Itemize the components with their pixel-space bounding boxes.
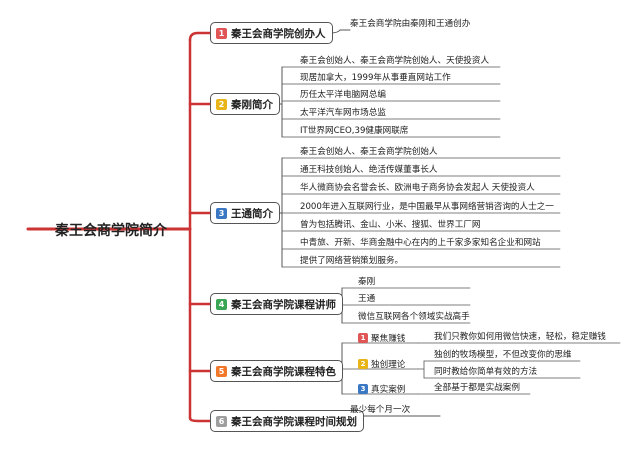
- leaf-line: [329, 29, 351, 34]
- leaf-2-4: 太平洋汽车网市场总监: [300, 108, 386, 118]
- topic-5[interactable]: 5 秦王会商学院课程特色: [210, 360, 343, 382]
- number-badge: 1: [216, 27, 227, 39]
- leaf-6-1: 最少每个月一次: [350, 405, 411, 415]
- leaf-5-2-1: 独创的牧场模型，不但改变你的思维: [434, 350, 572, 360]
- leaf-4-1: 秦刚: [358, 277, 376, 287]
- branch-1: [188, 31, 212, 42]
- leaf-5-2-2: 同时教给你简单有效的方法: [434, 367, 538, 377]
- number-badge: 3: [216, 207, 227, 219]
- number-badge: 6: [216, 415, 227, 427]
- leaf-3-2: 通王科技创始人、绝活传媒董事长人: [300, 165, 438, 175]
- leaf-2-5: IT世界网CEO,39健康网联席: [300, 126, 409, 136]
- leaf-3-5: 曾为包括腾讯、金山、小米、搜狐、世界工厂网: [300, 220, 481, 230]
- leaf-4-2: 王通: [358, 294, 376, 304]
- number-badge: 3: [358, 384, 368, 394]
- number-badge: 2: [358, 359, 368, 369]
- number-badge: 5: [216, 365, 227, 377]
- leaf-4-3: 微信互联网各个领域实战高手: [358, 312, 470, 322]
- sub-topic-1[interactable]: 1 聚焦赚钱: [358, 331, 405, 345]
- number-badge: 1: [358, 333, 368, 343]
- sub-topic-label: 聚焦赚钱: [371, 334, 406, 344]
- number-badge: 4: [216, 298, 227, 310]
- topic-label: 秦王会商学院创办人: [231, 27, 326, 40]
- sub-topic-3[interactable]: 3 真实案例: [358, 382, 405, 396]
- leaf-5-1-1: 我们只教你如何用微信快速，轻松，稳定赚钱: [434, 332, 606, 342]
- leaf-2-2: 现居加拿大，1999年从事垂直网站工作: [300, 73, 451, 83]
- sub-topic-2[interactable]: 2 独创理论: [358, 357, 405, 371]
- topic-6[interactable]: 6 秦王会商学院课程时间规划: [210, 410, 364, 432]
- topic-3[interactable]: 3 王通简介: [210, 202, 280, 224]
- topic-1[interactable]: 1 秦王会商学院创办人: [210, 22, 333, 44]
- topic-label: 秦王会商学院课程特色: [231, 365, 336, 378]
- sub-topic-label: 独创理论: [371, 360, 406, 370]
- topic-label: 秦王会商学院课程时间规划: [231, 415, 357, 428]
- branch-6: [188, 416, 212, 423]
- number-badge: 2: [216, 98, 227, 110]
- topic-4[interactable]: 4 秦王会商学院课程讲师: [210, 293, 343, 315]
- leaf-2-3: 历任太平洋电脑网总编: [300, 90, 386, 100]
- leaf-3-1: 秦王会创始人、秦王会商学院创始人: [300, 147, 438, 157]
- sub-topic-label: 真实案例: [371, 385, 406, 395]
- root-title: 秦王会商学院简介: [55, 223, 167, 239]
- topic-label: 秦刚简介: [231, 98, 273, 111]
- leaf-2-1: 秦王会创始人、秦王会商学院创始人、天使投资人: [300, 56, 490, 66]
- leaf-3-7: 提供了网络营销策划服务。: [300, 256, 404, 266]
- leaf-3-3: 华人微商协会名誉会长、欧洲电子商务协会发起人 天使投资人: [300, 183, 535, 193]
- topic-label: 秦王会商学院课程讲师: [231, 298, 336, 311]
- topic-2[interactable]: 2 秦刚简介: [210, 93, 280, 115]
- leaf-3-6: 中青旅、开新、华商金融中心在内的上千家多家知名企业和网站: [300, 238, 541, 248]
- leaf-5-3-1: 全部基于都是实战案例: [434, 383, 520, 393]
- leaf-3-4: 2000年进入互联网行业，是中国最早从事网络营销咨询的人士之一: [300, 202, 554, 212]
- leaf-1-1: 秦王会商学院由秦刚和王通创办: [350, 19, 471, 29]
- topic-label: 王通简介: [231, 207, 273, 220]
